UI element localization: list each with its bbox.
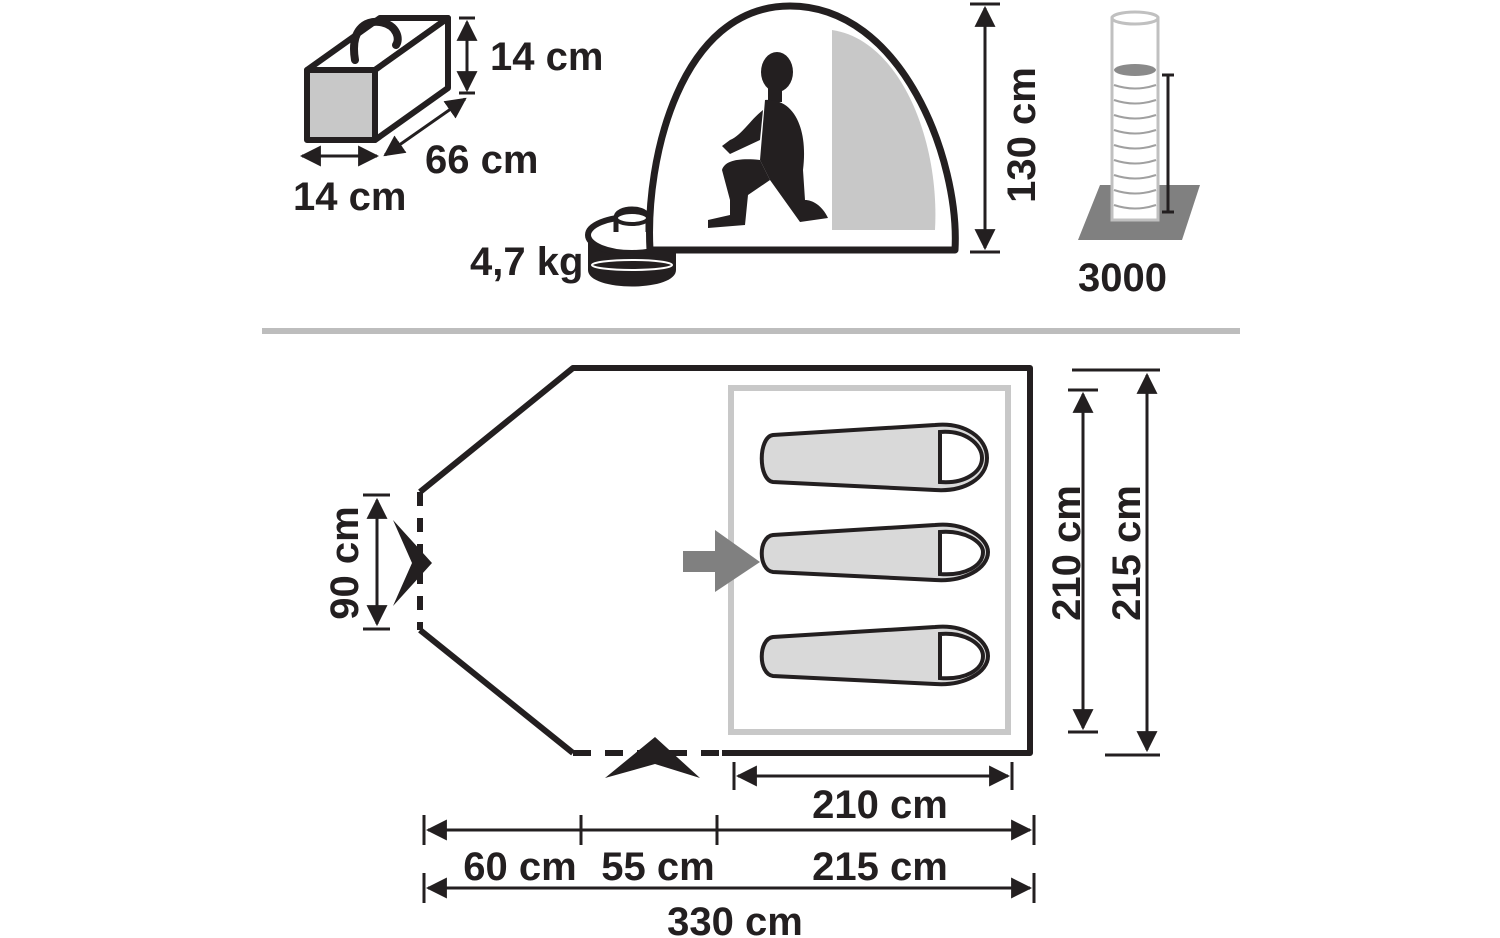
total-length-label: 330 cm (667, 900, 803, 938)
front-entrance-arrow-icon (605, 737, 700, 778)
pack-length-dimension (383, 97, 467, 157)
kneeling-person-icon (708, 52, 828, 228)
cabin-entry-arrow-icon (683, 530, 760, 592)
sleeping-bag-icon (759, 624, 991, 687)
cabin-outer-width-dimension (1072, 368, 1160, 757)
cabin-inner-length-label: 210 cm (812, 783, 948, 827)
pack-length-label: 66 cm (425, 138, 538, 182)
entrance-width-dimension (363, 493, 390, 631)
pack-bag-icon (304, 15, 451, 143)
cabin-inner-width-dimension (1068, 388, 1098, 734)
tent-height-label: 130 cm (1000, 67, 1044, 203)
total-length-dimension (422, 873, 1036, 903)
cabin-inner-width-label: 210 cm (1045, 485, 1089, 621)
length-segment-2-label: 55 cm (601, 845, 714, 889)
length-segment-3-label: 215 cm (812, 845, 948, 889)
water-column-icon (1078, 10, 1200, 240)
side-entrance-arrow-icon (393, 520, 432, 606)
length-segments-dimension (422, 815, 1036, 845)
pack-width-label: 14 cm (293, 175, 406, 219)
tent-dome-icon (646, 2, 959, 254)
cabin-outer-width-label: 215 cm (1105, 485, 1149, 621)
entrance-width-label: 90 cm (323, 506, 367, 619)
length-segment-1-label: 60 cm (463, 845, 576, 889)
weight-label: 4,7 kg (470, 240, 583, 284)
sleeping-bag-icon (759, 422, 990, 493)
water-column-label: 3000 (1078, 256, 1167, 300)
pack-height-label: 14 cm (490, 35, 603, 79)
pack-height-dimension (456, 16, 478, 95)
sleeping-bag-icon (759, 522, 991, 583)
tent-height-dimension (970, 2, 1000, 254)
cabin-inner-length-dimension (732, 762, 1014, 790)
